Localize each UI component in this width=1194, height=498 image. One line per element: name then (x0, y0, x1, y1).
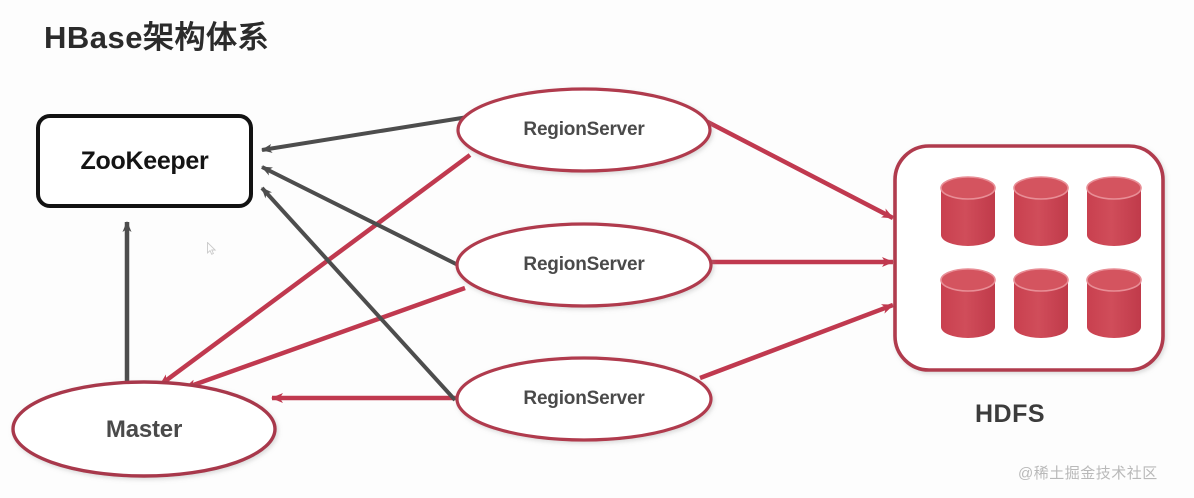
edge-regionserver3-to-hdfs (699, 302, 894, 381)
node-regionserver-1[interactable] (456, 87, 712, 173)
hdfs-label: HDFS (975, 400, 1046, 428)
edge-regionserver2-to-master (184, 285, 466, 391)
node-zookeeper[interactable]: ZooKeeper (36, 114, 253, 208)
zookeeper-label: ZooKeeper (80, 146, 209, 175)
edge-regionserver2-to-zookeeper (261, 165, 461, 268)
edge-regionserver1-to-hdfs (698, 116, 895, 220)
storage-cylinder-icon (1086, 176, 1142, 246)
watermark: @稀土掘金技术社区 (1018, 465, 1158, 482)
node-regionserver-3[interactable] (455, 356, 713, 442)
storage-cylinder-icon (940, 176, 996, 246)
storage-cylinder-icon (1013, 268, 1069, 338)
node-regionserver-2[interactable] (455, 222, 713, 308)
edge-group-regionserver-to-master (158, 153, 472, 403)
edge-group-regionserver-to-zookeeper (260, 115, 469, 402)
edge-regionserver1-to-zookeeper (261, 115, 469, 153)
storage-cylinder-icon (940, 268, 996, 338)
edge-group-regionserver-to-hdfs (698, 116, 895, 381)
storage-cylinder-icon (1013, 176, 1069, 246)
storage-cylinder-icon (1086, 268, 1142, 338)
edge-regionserver3-to-zookeeper (260, 186, 457, 402)
cursor-artifact-icon (207, 242, 217, 255)
node-hdfs[interactable] (893, 144, 1165, 372)
page-title: HBase架构体系 (44, 20, 269, 55)
node-master[interactable] (11, 380, 277, 478)
edge-regionserver1-to-master (158, 153, 472, 387)
